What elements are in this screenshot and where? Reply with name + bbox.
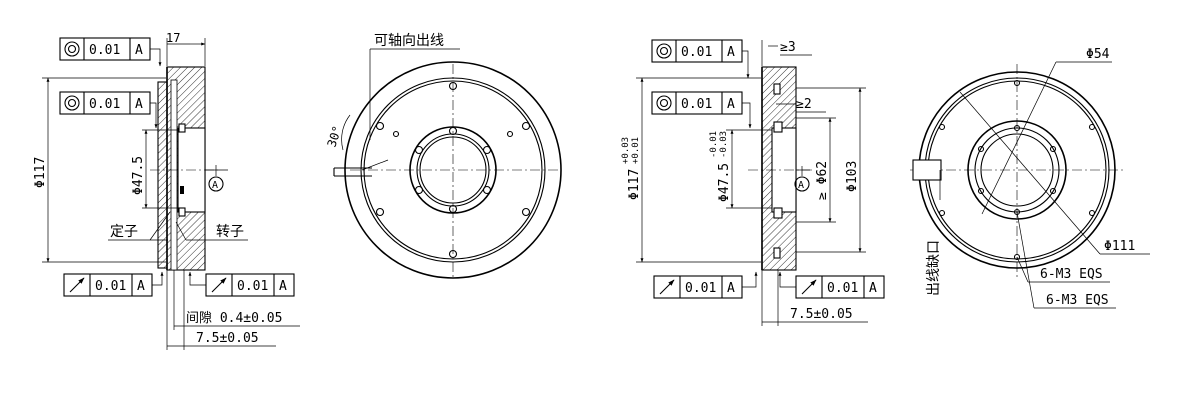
concentricity-icon (64, 41, 80, 57)
svg-text:-0.03: -0.03 (719, 131, 729, 158)
svg-text:0.01: 0.01 (95, 279, 126, 294)
view1-gap: 间隙 0.4±0.05 (186, 311, 282, 326)
concentricity-icon (656, 43, 672, 59)
circular-runout-icon (211, 277, 227, 293)
svg-text:+0.03: +0.03 (621, 137, 631, 164)
svg-text:0.01: 0.01 (685, 281, 716, 296)
view3-tol-top: 0.01 A (651, 39, 750, 79)
svg-text:A: A (279, 279, 287, 294)
view4-holes-b: 6-M3 EQS (1046, 293, 1109, 308)
view3-dim-117: Φ117 (627, 169, 642, 200)
view3-section: ≥3 ≥2 Φ117 +0.03 +0.01 Φ47.5 -0.01 -0.03… (621, 39, 885, 326)
view3-tol-bot-left: 0.01 A (653, 271, 758, 299)
view3-dim-ge3: ≥3 (780, 40, 796, 55)
concentricity-icon (656, 95, 672, 111)
svg-text:A: A (137, 279, 145, 294)
view1-section: 17 Φ117 Φ47.5 A 0.01 A (33, 31, 300, 350)
view2-label-axial-exit: 可轴向出线 (374, 33, 444, 49)
svg-text:0.01: 0.01 (89, 97, 120, 112)
view4-dim-54: Φ54 (1086, 47, 1110, 62)
circular-runout-icon (659, 279, 675, 295)
svg-text:+0.01: +0.01 (631, 137, 641, 164)
svg-text:A: A (869, 281, 877, 296)
view1-label-stator: 定子 (110, 224, 138, 240)
svg-text:0.01: 0.01 (89, 43, 120, 58)
svg-text:0.01: 0.01 (827, 281, 858, 296)
view1-datum: A (212, 180, 218, 191)
view3-dim-103: Φ103 (845, 161, 860, 192)
view3-dim-475: Φ47.5 (717, 163, 732, 202)
view1-tol-mid: 0.01 A (59, 91, 158, 129)
view2-inner-holes (414, 126, 492, 214)
view4-holes (938, 79, 1096, 261)
view1-dim-75: 7.5±0.05 (196, 331, 259, 346)
svg-text:A: A (135, 43, 143, 58)
view3-dim-ge2: ≥2 (796, 97, 812, 112)
svg-text:A: A (135, 97, 143, 112)
svg-text:0.01: 0.01 (681, 45, 712, 60)
view2-front: 30° 可轴向出线 (325, 33, 562, 279)
view4-label-outlet: 出线缺口 (926, 240, 942, 296)
view3-tol-mid: 0.01 A (651, 91, 752, 129)
view1-dim-475: Φ47.5 (131, 156, 146, 195)
svg-text:A: A (727, 45, 735, 60)
svg-text:A: A (727, 97, 735, 112)
view3-dim-62: ≥ Φ62 (815, 161, 830, 200)
view3-tol-bot-right: 0.01 A (778, 271, 885, 299)
svg-text:0.01: 0.01 (237, 279, 268, 294)
svg-text:-0.01: -0.01 (709, 131, 719, 158)
view4-back: 出线缺口 Φ54 Φ111 6-M3 EQS 6-M3 EQS (910, 47, 1150, 309)
view1-tol-bot-left: 0.01 A (63, 271, 164, 297)
view1-dim-17: 17 (166, 31, 180, 45)
view1-tol-top: 0.01 A (59, 37, 162, 67)
view3-datum: A (798, 180, 804, 191)
view4-holes-a: 6-M3 EQS (1040, 267, 1103, 282)
view1-dim-117: Φ117 (33, 157, 48, 188)
view3-dim-75: 7.5±0.05 (790, 307, 853, 322)
svg-text:0.01: 0.01 (681, 97, 712, 112)
circular-runout-icon (801, 279, 817, 295)
view2-outer-holes (375, 81, 531, 259)
view1-tol-bot-right: 0.01 A (188, 271, 295, 297)
view2-angle: 30° (325, 124, 345, 149)
circular-runout-icon (69, 277, 85, 293)
svg-text:A: A (727, 281, 735, 296)
view1-label-rotor: 转子 (216, 224, 244, 240)
view4-dim-111: Φ111 (1104, 239, 1135, 254)
concentricity-icon (64, 95, 80, 111)
